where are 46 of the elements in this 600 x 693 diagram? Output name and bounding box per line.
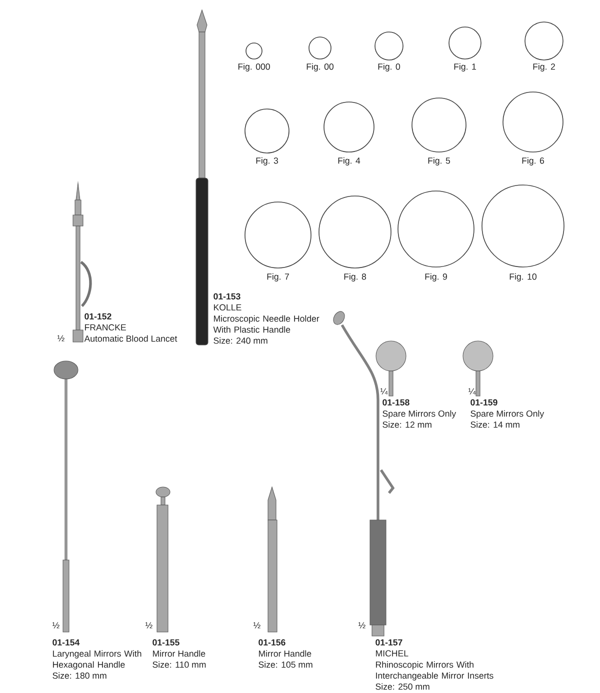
product-text: Size: 14 mm	[470, 421, 520, 428]
catalog-number: 01-159	[470, 399, 498, 406]
product-text: MICHEL	[376, 650, 408, 656]
product-text: KOLLE	[214, 304, 242, 310]
scale-mark: ¼	[380, 388, 388, 394]
node-label: Fig. 7	[267, 273, 289, 282]
product-text: Spare Mirrors Only	[382, 410, 456, 418]
scale-mark: ¼	[468, 388, 476, 394]
node-label: Fig. 5	[428, 157, 450, 166]
scale-mark: ½	[58, 335, 64, 342]
node-label: Fig. 3	[256, 157, 278, 166]
node-label: Fig. 2	[533, 63, 555, 72]
node-label: Fig. 10	[510, 273, 537, 282]
product-text: Rhinoscopic Mirrors With Interchangeable Mirror Inserts	[376, 661, 494, 680]
product-text: Size: 250 mm	[376, 683, 430, 690]
catalog-number: 01-157	[376, 639, 402, 646]
product-text: Size: 110 mm	[152, 661, 206, 668]
product-text: Automatic Blood Lancet	[84, 335, 178, 342]
product-text: Mirror Handle	[153, 650, 206, 657]
catalog-number: 01-155	[152, 639, 180, 646]
scale-mark: ½	[146, 622, 152, 628]
product-text: Microscopic Needle Holder With Plastic Handle	[213, 315, 320, 333]
product-text: FRANCKE	[85, 324, 126, 330]
node-label: Fig. 6	[522, 157, 544, 166]
product-text: Size: 180 mm	[52, 672, 106, 679]
node-label: Fig. 000	[238, 63, 270, 72]
scale-mark: ½	[52, 622, 60, 628]
node-label: Fig. 00	[306, 63, 334, 72]
product-text: Mirror Handle	[259, 650, 312, 657]
catalog-number: 01-153	[214, 293, 240, 300]
node-label: Fig. 1	[454, 63, 476, 72]
catalog-number: 01-152	[84, 313, 112, 320]
catalog-number: 01-158	[382, 399, 410, 406]
node-label: Fig. 9	[425, 273, 447, 282]
product-text: Spare Mirrors Only	[470, 410, 544, 418]
node-label: Fig. 4	[338, 157, 360, 166]
node-label: Fig. 8	[344, 273, 366, 282]
product-text: Laryngeal Mirrors With Hexagonal Handle	[53, 650, 142, 670]
scale-mark: ½	[254, 622, 260, 628]
product-text: Size: 105 mm	[258, 661, 312, 668]
catalog-number: 01-156	[258, 639, 286, 646]
catalog-number: 01-154	[52, 639, 80, 646]
scale-mark: ½	[358, 622, 366, 628]
product-text: Size: 12 mm	[382, 421, 432, 428]
node-label: Fig. 0	[378, 63, 400, 72]
product-text: Size: 240 mm	[214, 337, 268, 344]
